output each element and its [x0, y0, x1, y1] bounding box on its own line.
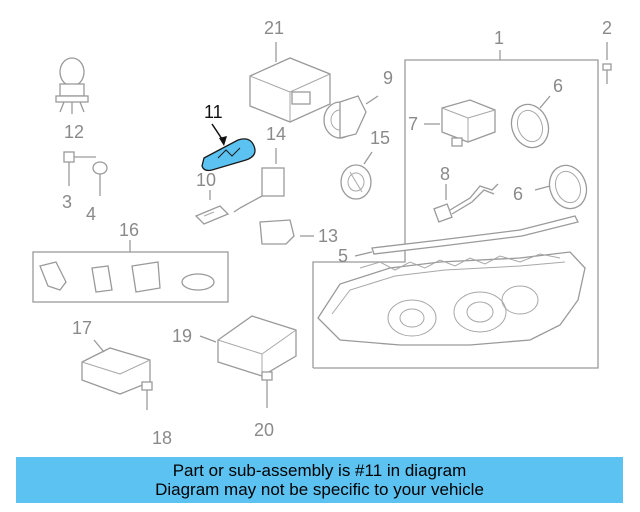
hid-bulb: [233, 148, 285, 213]
callout-13: 13: [318, 226, 338, 246]
banner-line-2: Diagram may not be specific to your vehi…: [155, 480, 484, 499]
callout-12: 12: [64, 122, 84, 142]
callout-16: 16: [119, 220, 139, 240]
group-16-parts: [39, 261, 215, 293]
callout-11: 11: [204, 102, 223, 122]
callout-17: 17: [72, 318, 92, 338]
callout-4: 4: [86, 204, 96, 224]
bracket: [259, 219, 314, 245]
callout-19: 19: [172, 326, 192, 346]
screw-18: [141, 381, 153, 410]
banner-line-1: Part or sub-assembly is #11 in diagram: [172, 461, 467, 480]
cap-ring-upper: [510, 95, 551, 149]
control-module: [249, 42, 331, 123]
callout-3: 3: [62, 192, 72, 212]
h4-bulb: [55, 57, 89, 114]
trim-strip: [371, 215, 579, 255]
assembly-boundary: [312, 59, 599, 369]
bolt: [63, 151, 96, 186]
leveling-motor: [424, 99, 496, 147]
info-banner: Part or sub-assembly is #11 in diagram D…: [16, 457, 623, 503]
cap-ring-lower: [534, 164, 588, 210]
screw-20: [261, 371, 273, 408]
callout-14: 14: [266, 124, 286, 144]
callout-7: 7: [408, 114, 418, 134]
callout-9: 9: [383, 68, 393, 88]
socket-cap: [323, 95, 379, 139]
socket-wire: [433, 183, 499, 223]
callout-21: 21: [264, 18, 284, 38]
screw: [602, 42, 612, 84]
callout-6a: 6: [553, 76, 563, 96]
parts-diagram: 1 2 3 4 5 6 6 7 8 9 10 11 12 13 14 15 16…: [32, 18, 612, 448]
wedge-bulb: [194, 190, 230, 225]
cover-cap: [340, 151, 373, 200]
callout-20: 20: [254, 420, 274, 440]
callout-5: 5: [338, 246, 348, 266]
ballast-19: [199, 315, 297, 377]
bulb-11-highlighted[interactable]: [201, 123, 256, 172]
callout-1: 1: [494, 28, 504, 48]
ballast: [81, 339, 151, 395]
callout-15: 15: [370, 128, 390, 148]
callout-2: 2: [602, 18, 612, 38]
headlamp-housing: [317, 251, 586, 346]
callout-8: 8: [440, 164, 450, 184]
callout-10: 10: [196, 170, 216, 190]
callout-6b: 6: [513, 184, 523, 204]
clip: [92, 161, 108, 196]
callout-18: 18: [152, 428, 172, 448]
